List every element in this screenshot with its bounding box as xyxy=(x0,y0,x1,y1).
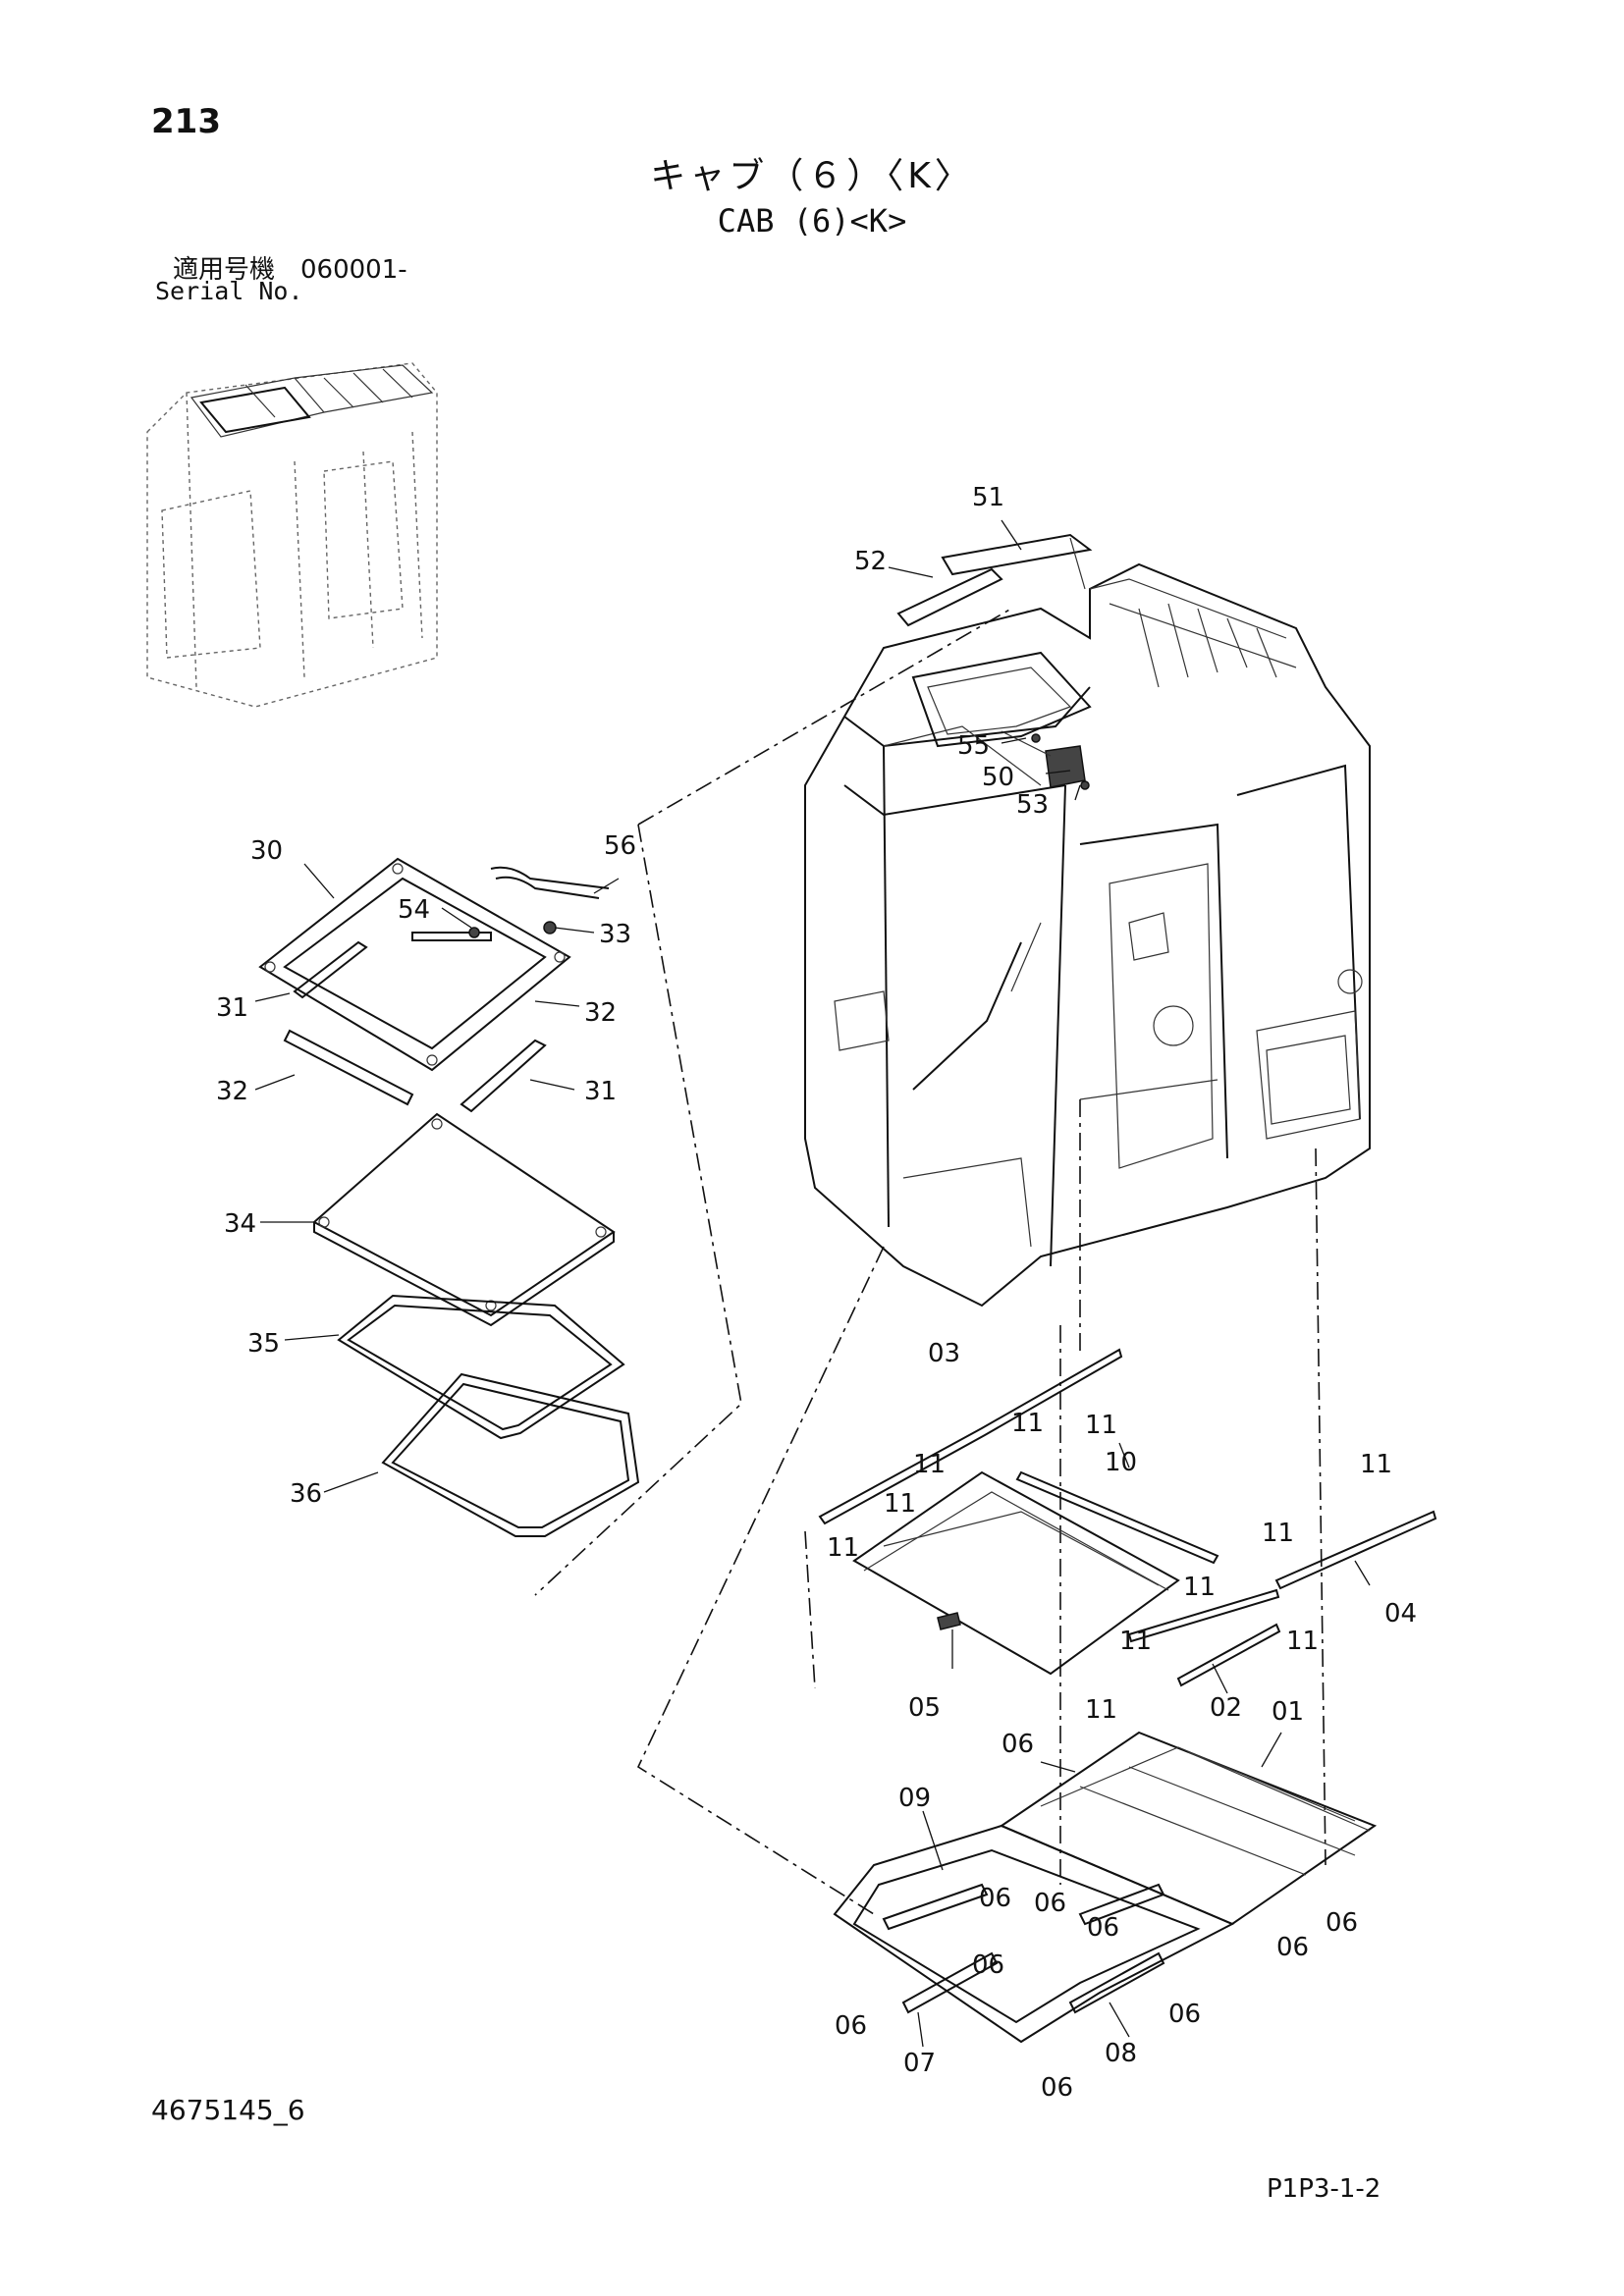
callout-55: 55 xyxy=(957,731,990,761)
callout-33: 33 xyxy=(599,920,631,949)
callout-54: 54 xyxy=(398,895,430,925)
callout-07: 07 xyxy=(903,2049,936,2078)
hatch-weatherstrip xyxy=(381,1372,640,1537)
callout-51: 51 xyxy=(972,483,1004,512)
callout-11: 11 xyxy=(1085,1695,1117,1725)
callout-32: 32 xyxy=(584,998,617,1028)
callout-11: 11 xyxy=(1286,1627,1319,1656)
seal-strips xyxy=(283,1029,547,1113)
callout-06: 06 xyxy=(1326,1908,1358,1938)
callout-11: 11 xyxy=(1360,1450,1392,1479)
callout-36: 36 xyxy=(290,1479,322,1509)
callout-06: 06 xyxy=(1276,1933,1309,1962)
callout-32: 32 xyxy=(216,1077,248,1106)
callout-11: 11 xyxy=(1183,1573,1216,1602)
callout-02: 02 xyxy=(1210,1693,1242,1723)
callout-06: 06 xyxy=(1041,2073,1073,2103)
callout-52: 52 xyxy=(854,547,887,576)
page-code: P1P3-1-2 xyxy=(1267,2174,1381,2204)
callout-06: 06 xyxy=(972,1950,1004,1980)
callout-06: 06 xyxy=(1001,1730,1034,1759)
callout-53: 53 xyxy=(1016,790,1049,820)
callout-11: 11 xyxy=(1011,1409,1044,1438)
callout-06: 06 xyxy=(1168,2000,1201,2029)
serial-label-japanese: 適用号機 060001- xyxy=(173,255,407,285)
callout-31: 31 xyxy=(216,993,248,1023)
callout-30: 30 xyxy=(250,836,283,866)
callout-01: 01 xyxy=(1272,1697,1304,1727)
callout-05: 05 xyxy=(908,1693,941,1723)
callout-09: 09 xyxy=(898,1784,931,1813)
callout-11: 11 xyxy=(913,1450,946,1479)
roof-glass xyxy=(312,1112,616,1327)
cab-frame xyxy=(804,562,1371,1308)
callout-35: 35 xyxy=(247,1329,280,1359)
callout-11: 11 xyxy=(1119,1627,1152,1656)
callout-11: 11 xyxy=(884,1489,916,1519)
leader-dash-lines xyxy=(534,608,1326,1915)
wiper-assembly xyxy=(896,533,1093,627)
callout-50: 50 xyxy=(982,763,1014,792)
hatch-frame xyxy=(258,857,610,1072)
page-title-japanese: キャブ（６）〈K〉 xyxy=(650,156,974,196)
page-number: 213 xyxy=(151,102,221,141)
callout-08: 08 xyxy=(1105,2039,1137,2068)
wiper-motor xyxy=(1001,730,1090,790)
callout-04: 04 xyxy=(1384,1599,1417,1629)
callout-06: 06 xyxy=(1087,1913,1119,1943)
callout-06: 06 xyxy=(979,1884,1011,1913)
callout-31: 31 xyxy=(584,1077,617,1106)
callout-11: 11 xyxy=(1085,1411,1117,1440)
callout-06: 06 xyxy=(835,2011,867,2041)
callout-11: 11 xyxy=(827,1533,859,1563)
page-title-english: CAB (6)<K> xyxy=(717,202,907,240)
callout-10: 10 xyxy=(1105,1448,1137,1477)
callout-06: 06 xyxy=(1034,1889,1066,1918)
roof-trim-parts xyxy=(818,1348,1437,1687)
callout-03: 03 xyxy=(928,1339,960,1368)
callout-leaders xyxy=(254,519,1371,2048)
callout-labels: 51 52 55 50 53 56 30 54 33 31 32 32 31 3… xyxy=(216,483,1417,2103)
serial-label-english: Serial No. xyxy=(155,277,303,305)
glass-seal xyxy=(337,1294,625,1440)
callout-11: 11 xyxy=(1262,1519,1294,1548)
cab-thumbnail xyxy=(146,362,438,708)
roof-panel xyxy=(833,1731,1378,2044)
callout-34: 34 xyxy=(224,1209,256,1239)
document-number: 4675145_6 xyxy=(151,2094,305,2126)
callout-56: 56 xyxy=(604,831,636,861)
